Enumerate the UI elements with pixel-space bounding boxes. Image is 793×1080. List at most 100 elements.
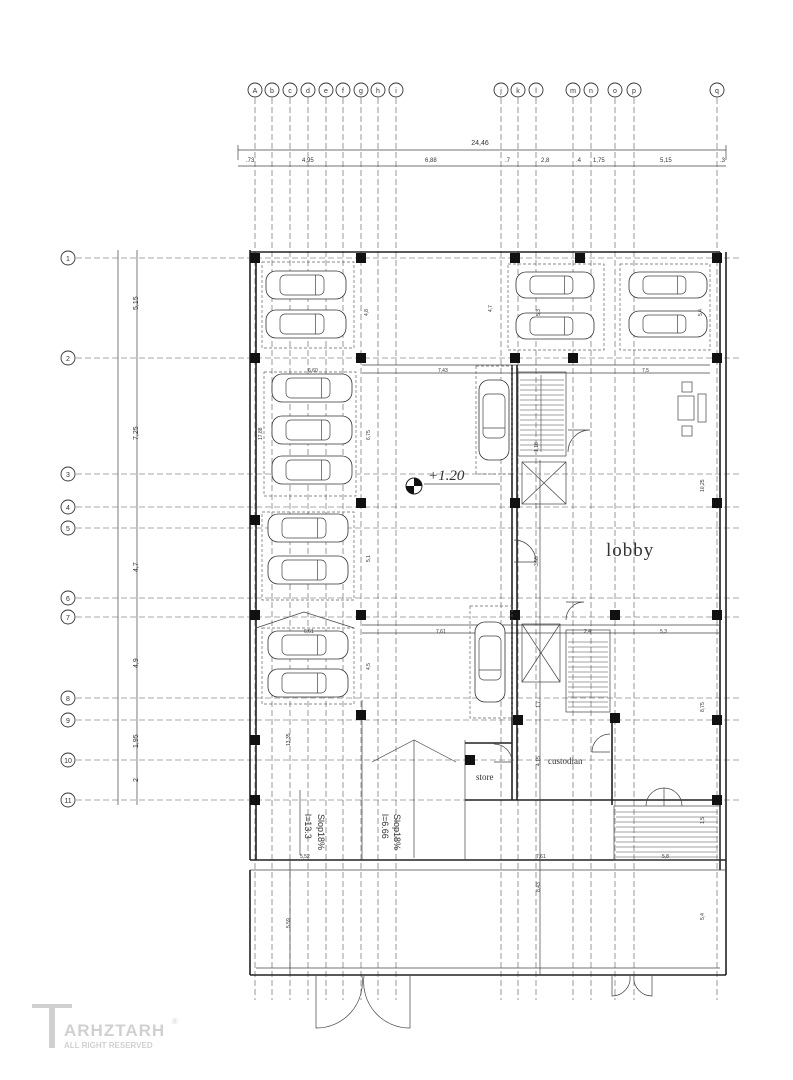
dim-small-1: 4,8: [364, 309, 370, 316]
dim-left-0: 5,15: [133, 296, 140, 310]
column: [712, 610, 722, 620]
axis-bubble-g: [353, 82, 369, 98]
column: [712, 795, 722, 805]
overall-dimension: 24,46: [237, 140, 727, 160]
axis-label-9: 9: [66, 718, 70, 725]
car-symbol: [267, 630, 349, 660]
ramp-2: Slop18% l=6.66: [371, 739, 457, 858]
axis-bubble-c: [282, 82, 298, 98]
column: [250, 353, 260, 363]
axis-bubble-10: [60, 752, 76, 768]
dim-small-15: 5,3: [660, 629, 667, 635]
column: [610, 713, 620, 723]
dim-small-4: 6,60: [308, 368, 318, 374]
axis-label-j: j: [499, 88, 502, 95]
dim-small-17: 1,7: [536, 701, 542, 708]
column: [510, 498, 520, 508]
dim-top-5: .4: [576, 158, 582, 164]
doors: [315, 429, 683, 1029]
axis-bubble-n: [583, 82, 599, 98]
column: [250, 253, 260, 263]
column: [356, 610, 366, 620]
dim-left-1: 7,25: [133, 426, 140, 440]
room-custodian: custodian: [548, 756, 583, 766]
axis-bubble-b: [264, 82, 280, 98]
parked-cars: [265, 270, 708, 703]
axis-label-c: c: [288, 88, 292, 95]
column: [356, 353, 366, 363]
car-symbol: [628, 310, 708, 338]
dim-small-10: 3,55: [534, 556, 540, 566]
car-symbol: [271, 415, 353, 445]
dim-small-2: 5,3: [536, 309, 542, 316]
elevator-shaft: [521, 461, 567, 683]
watermark-rights: ALL RIGHT RESERVED: [64, 1041, 153, 1050]
dim-small-27: 5,4: [700, 913, 706, 920]
dim-top-2: 6,88: [425, 158, 437, 164]
axis-bubble-2: [60, 350, 76, 366]
axis-label-d: d: [306, 88, 310, 95]
car-symbol: [265, 309, 347, 339]
column: [250, 610, 260, 620]
axis-bubble-1: [60, 250, 76, 266]
brand-watermark: ARHZTARH ® ALL RIGHT RESERVED: [32, 1004, 178, 1050]
dim-small-6: 7,5: [642, 368, 649, 374]
lobby-furniture: [677, 381, 707, 437]
parking-bay-outlines: [261, 261, 711, 719]
axis-label-l: l: [535, 88, 537, 95]
axis-bubble-e: [318, 82, 334, 98]
column: [712, 715, 722, 725]
axis-label-h: h: [376, 88, 380, 95]
stair-2: [565, 629, 611, 713]
axis-bubble-k: [510, 82, 526, 98]
column: [568, 353, 578, 363]
axis-bubble-8: [60, 690, 76, 706]
axis-bubble-A: [247, 82, 263, 98]
level-marker: +1.20: [405, 468, 500, 495]
axis-label-11: 11: [64, 798, 71, 805]
car-symbol: [267, 513, 349, 543]
ramp-2-length: l=6.66: [380, 814, 390, 839]
axis-bubble-7: [60, 609, 76, 625]
axis-bubble-6: [60, 590, 76, 606]
left-dimension-line: 5,15 7,25 4,7 4,9 1,95 2: [117, 250, 140, 805]
axis-bubble-o: [607, 82, 623, 98]
dim-top-8: .3: [720, 158, 726, 164]
interior-dimensions: 4,7 4,8 5,3 5,4 6,60 7,43 7,5 6,75 17,88…: [258, 305, 706, 928]
dim-top-0: .73: [246, 158, 255, 164]
axis-label-m: m: [570, 88, 576, 95]
axis-bubble-p: [626, 82, 642, 98]
dim-small-5: 7,43: [438, 368, 448, 374]
dim-small-3: 5,4: [698, 309, 704, 316]
structural-columns: [250, 253, 722, 805]
axis-bubble-3: [60, 466, 76, 482]
dim-small-11: 5,1: [366, 555, 372, 562]
overall-width-label: 24,46: [471, 140, 489, 147]
car-symbol: [515, 312, 595, 340]
dim-top-4: 2,8: [541, 158, 550, 164]
column: [465, 755, 475, 765]
dim-small-20: 13,35: [286, 733, 292, 746]
dim-small-8: 17,88: [258, 427, 264, 440]
dim-small-9: 1,18: [534, 442, 540, 452]
axis-label-6: 6: [66, 596, 70, 603]
axis-label-5: 5: [66, 526, 70, 533]
axis-label-k: k: [516, 88, 520, 95]
building-walls: [249, 250, 727, 976]
dim-small-0: 4,7: [488, 305, 494, 312]
dim-small-26: 5,59: [286, 918, 292, 928]
axis-label-A: A: [253, 88, 258, 95]
car-symbol: [267, 668, 349, 698]
column: [610, 610, 620, 620]
column: [575, 253, 585, 263]
column: [356, 253, 366, 263]
car-symbol: [628, 271, 708, 299]
axis-label-e: e: [324, 88, 328, 95]
car-symbol: [478, 379, 510, 461]
axis-label-4: 4: [66, 505, 70, 512]
axis-bubble-f: [335, 82, 351, 98]
entry-steps: [613, 805, 721, 861]
dim-small-21: 1,5: [700, 817, 706, 824]
column: [712, 498, 722, 508]
